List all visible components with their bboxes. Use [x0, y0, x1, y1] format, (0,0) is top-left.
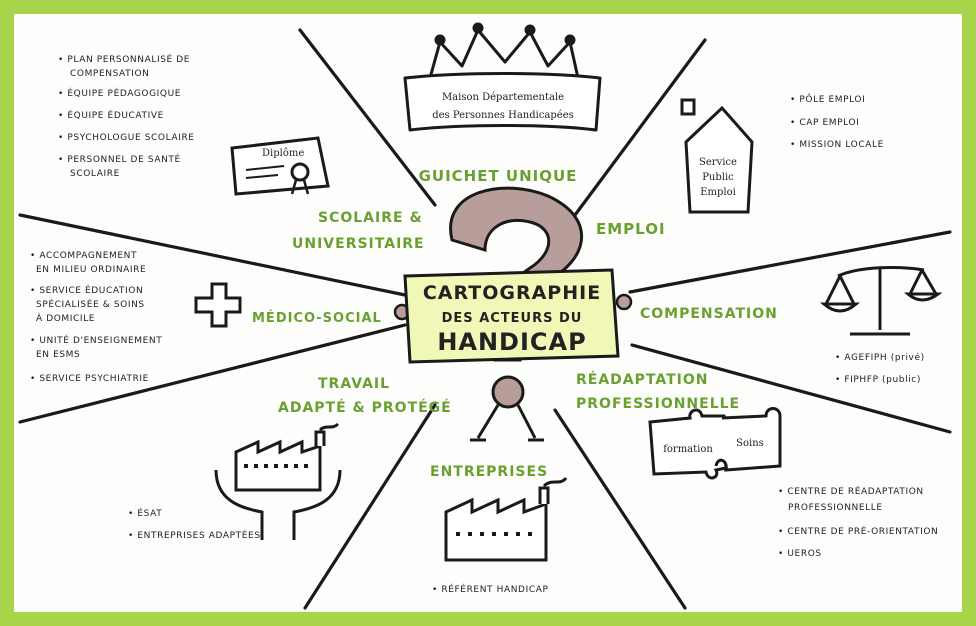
title-line-1: CARTOGRAPHIE — [423, 282, 601, 304]
medical-cross-icon — [194, 282, 242, 328]
readaptation-list-item: • UEROS — [778, 549, 822, 559]
divider-line-sw — [303, 403, 437, 610]
question-mark-figure — [393, 186, 633, 442]
scolaire-list-item: COMPENSATION — [70, 69, 150, 79]
puzzle-soins-label: Soins — [736, 438, 764, 449]
medico-list-item: • UNITÉ D'ENSEIGNEMENT — [30, 334, 162, 346]
medico-social-heading: MÉDICO-SOCIAL — [252, 310, 382, 326]
readaptation-heading-line-1: RÉADAPTATION — [576, 371, 708, 388]
divider-line-ne — [573, 38, 707, 217]
compensation-list-item: • AGEFIPH (privé) — [835, 352, 925, 363]
divider-line-w-lower — [18, 323, 407, 424]
guichet-unique-heading: GUICHET UNIQUE — [419, 167, 578, 185]
title-line-3: HANDICAP — [437, 328, 586, 356]
medico-list-item: SPÉCIALISÉE & SOINS — [36, 298, 145, 310]
scolaire-heading-line-1: SCOLAIRE & — [318, 210, 423, 226]
scolaire-list-item: • PSYCHOLOGUE SCOLAIRE — [58, 133, 195, 143]
balance-scale-icon — [820, 266, 943, 336]
title-line-2: DES ACTEURS DU — [442, 311, 583, 326]
emploi-list-item: • CAP EMPLOI — [790, 118, 859, 128]
diploma-icon — [230, 136, 330, 196]
emploi-list-item: • PÔLE EMPLOI — [790, 93, 865, 105]
scolaire-list-item: • ÉQUIPE PÉDAGOGIQUE — [58, 87, 181, 99]
compensation-heading: COMPENSATION — [640, 306, 778, 322]
medico-list-item: • SERVICE ÉDUCATION — [30, 284, 143, 296]
divider-line-e-upper — [628, 230, 952, 294]
service-label-line-3: Emploi — [700, 187, 736, 198]
service-public-emploi-icon — [680, 98, 754, 214]
figure-legs-icon — [470, 404, 544, 442]
divider-line-e-lower — [630, 343, 952, 434]
divider-line-w-upper — [18, 213, 407, 297]
factory-icon — [444, 476, 568, 562]
question-mark-dot-icon — [491, 375, 525, 409]
scolaire-list-item: • PERSONNEL DE SANTÉ — [58, 153, 181, 165]
title-signboard: CARTOGRAPHIE DES ACTEURS DU HANDICAP — [403, 268, 620, 364]
emploi-list-item: • MISSION LOCALE — [790, 140, 884, 150]
medico-list-item: • SERVICE PSYCHIATRIE — [30, 374, 149, 384]
medico-list-item: EN ESMS — [36, 350, 80, 360]
service-label-line-2: Public — [702, 172, 734, 183]
medico-list-item: EN MILIEU ORDINAIRE — [36, 265, 146, 275]
medico-list-item: À DOMICILE — [36, 312, 95, 324]
travail-list-item: • ENTREPRISES ADAPTÉES — [128, 529, 261, 541]
scolaire-list-item: • ÉQUIPE ÉDUCATIVE — [58, 109, 164, 121]
entreprises-heading: ENTREPRISES — [430, 464, 548, 480]
divider-line-se — [553, 408, 687, 610]
emploi-heading: EMPLOI — [596, 220, 666, 238]
divider-line-nw — [298, 28, 437, 207]
mdph-label-line-1: Maison Départementale — [442, 92, 564, 103]
puzzle-formation-label: formation — [663, 444, 713, 455]
mdph-crown-icon — [403, 22, 602, 132]
travail-heading-line-1: TRAVAIL — [318, 376, 390, 392]
scolaire-heading-line-2: UNIVERSITAIRE — [292, 236, 425, 252]
puzzle-pieces-icon — [648, 407, 782, 480]
mdph-label-line-2: des Personnes Handicapées — [432, 110, 574, 121]
right-hand-icon — [615, 293, 633, 311]
compensation-list-item: • FIPHFP (public) — [835, 375, 921, 385]
medico-list-item: • ACCOMPAGNEMENT — [30, 251, 137, 261]
diploma-label: Diplôme — [262, 148, 304, 159]
readaptation-list-item: • CENTRE DE RÉADAPTATION — [778, 485, 924, 497]
travail-heading-line-2: ADAPTÉ & PROTÉGÉ — [278, 399, 452, 416]
factory-in-hands-icon — [214, 422, 342, 540]
travail-list-item: • ÉSAT — [128, 507, 162, 519]
service-label-line-1: Service — [699, 157, 737, 168]
readaptation-list-item: PROFESSIONNELLE — [788, 503, 883, 513]
entreprises-list-item: • RÉFÉRENT HANDICAP — [432, 583, 549, 595]
scolaire-list-item: • PLAN PERSONNALISÉ DE — [58, 53, 190, 65]
scolaire-list-item: SCOLAIRE — [70, 169, 120, 179]
divider-lines — [18, 28, 952, 610]
readaptation-heading-line-2: PROFESSIONNELLE — [576, 396, 740, 412]
readaptation-list-item: • CENTRE DE PRÉ-ORIENTATION — [778, 525, 938, 537]
